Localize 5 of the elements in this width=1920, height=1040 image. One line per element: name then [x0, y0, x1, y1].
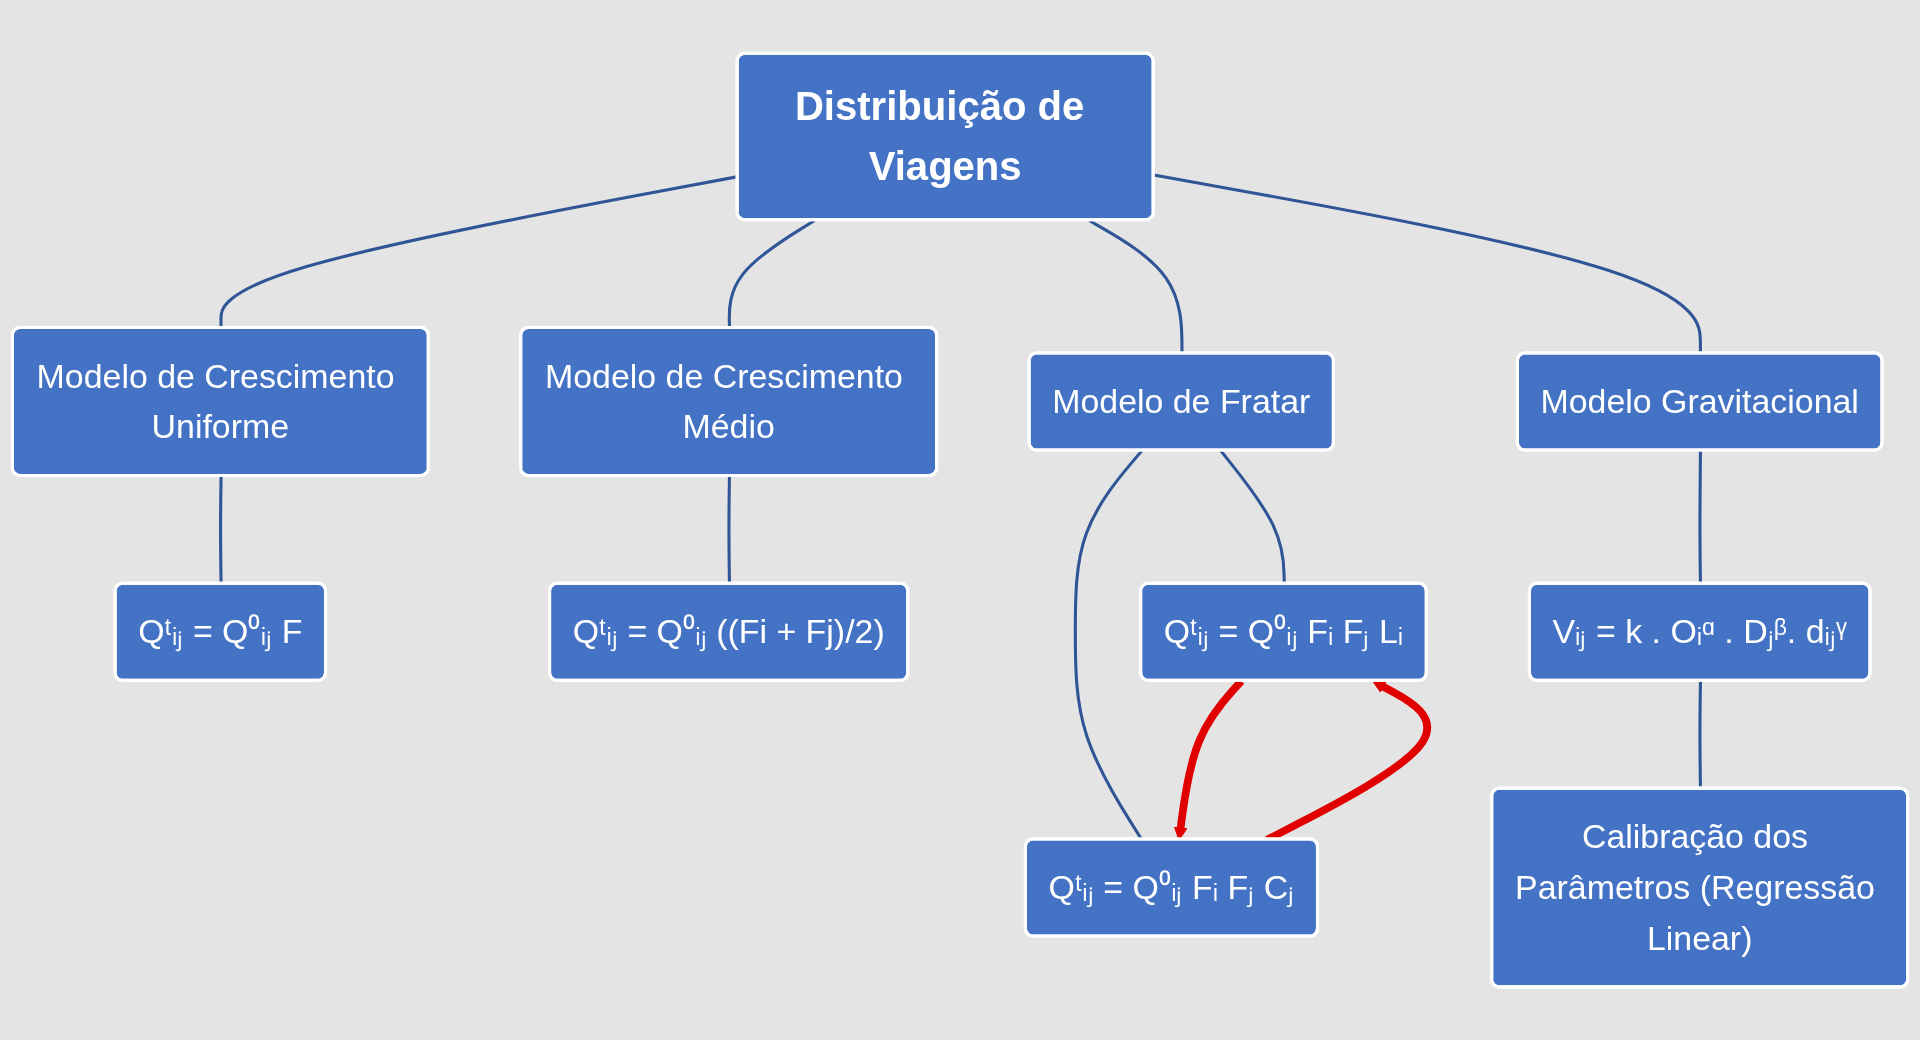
- connector: [1698, 680, 1702, 789]
- connector: [1698, 450, 1702, 584]
- connector: [727, 476, 731, 584]
- connector: [1219, 449, 1286, 584]
- connector: [219, 476, 223, 584]
